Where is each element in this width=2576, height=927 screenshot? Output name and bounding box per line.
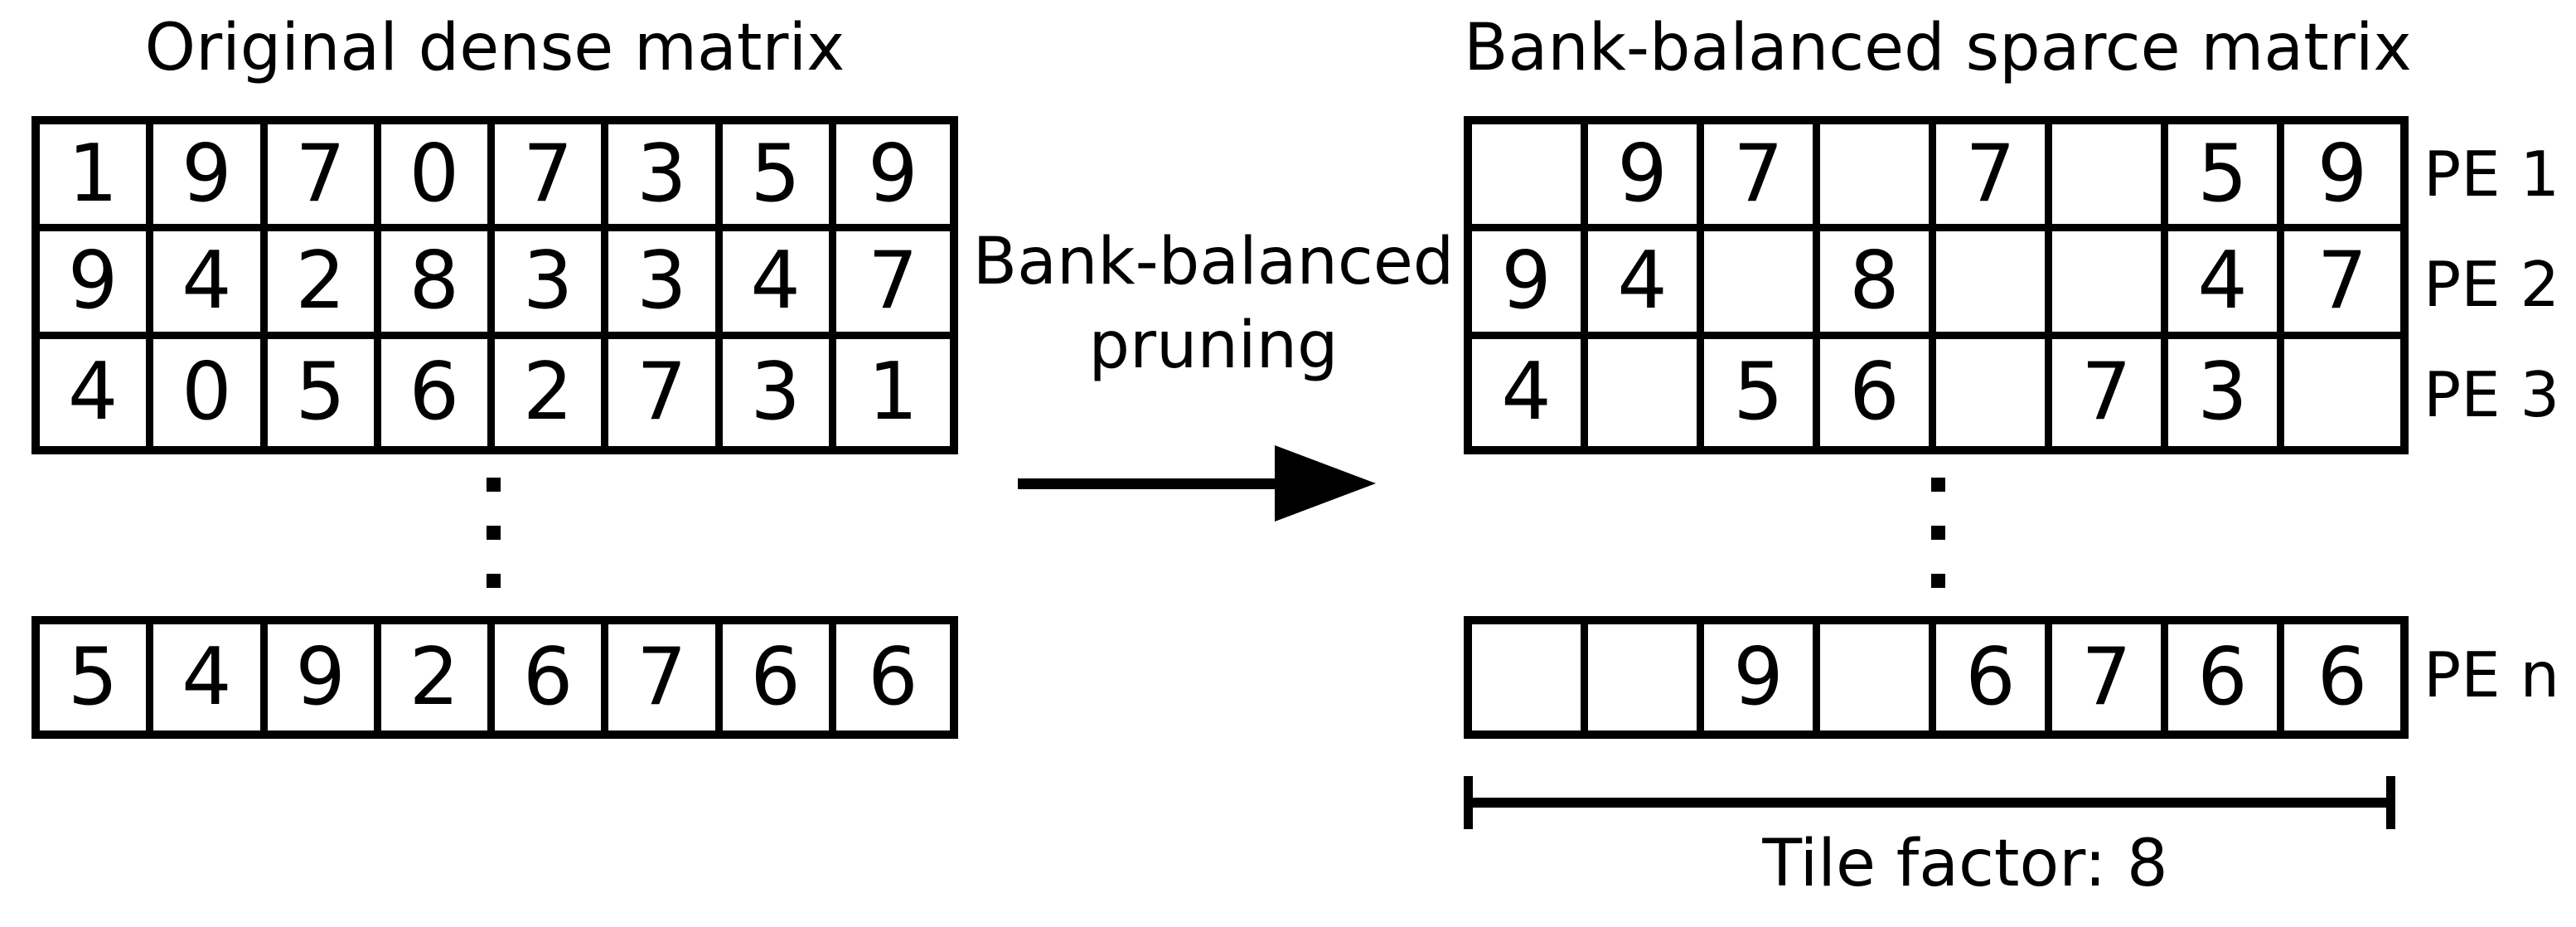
- matrix-cell: 3: [608, 124, 723, 232]
- matrix-cell: 7: [2052, 338, 2168, 446]
- tile-factor-bracket-line: [1464, 798, 2395, 808]
- matrix-cell: 9: [1704, 624, 1820, 730]
- matrix-cell: 5: [1704, 338, 1820, 446]
- arrow-shaft: [1018, 478, 1291, 489]
- matrix-cell: [2052, 231, 2168, 339]
- matrix-cell: 9: [1472, 231, 1588, 339]
- matrix-cell: 6: [495, 624, 609, 730]
- matrix-cell: 6: [868, 631, 918, 723]
- tile-factor-bracket-right-tick: [2386, 776, 2395, 829]
- matrix-cell: [1472, 124, 1588, 232]
- matrix-cell: 7: [608, 338, 723, 446]
- ellipsis-dot: [1931, 526, 1945, 540]
- matrix-cell: 9: [835, 124, 950, 232]
- matrix-cell: 4: [2168, 231, 2284, 339]
- matrix-cell: 4: [153, 231, 268, 339]
- ellipsis-dot: [487, 526, 501, 540]
- vertical-ellipsis-icon: [487, 478, 501, 588]
- matrix-cell: 6: [2168, 624, 2284, 730]
- matrix-cell: 1: [40, 124, 154, 232]
- pe-label-n: PE n: [2423, 638, 2559, 711]
- matrix-cell: 5: [40, 624, 154, 730]
- ellipsis-dot: [487, 574, 501, 588]
- tile-factor-label: Tile factor: 8: [1762, 827, 2168, 901]
- pe-label-3: PE 3: [2423, 357, 2560, 431]
- vertical-ellipsis-icon: [1931, 478, 1945, 588]
- matrix-cell: 7: [2052, 624, 2168, 730]
- matrix-cell: 8: [1820, 231, 1936, 339]
- matrix-cell: 2: [381, 624, 495, 730]
- matrix-cell: 0: [380, 124, 495, 232]
- pruning-label-line1: Bank-balanced: [972, 225, 1455, 299]
- matrix-cell: 9: [1588, 124, 1704, 232]
- matrix-cell: 9: [40, 231, 154, 339]
- right-matrix-title: Bank-balanced sparce matrix: [1464, 11, 2412, 85]
- matrix-cell: [2284, 339, 2400, 446]
- matrix-cell: 4: [40, 338, 154, 446]
- matrix-cell: 7: [2284, 231, 2400, 339]
- matrix-cell: 6: [381, 338, 495, 446]
- ellipsis-dot: [1931, 574, 1945, 588]
- matrix-cell: 3: [495, 231, 609, 339]
- matrix-cell: 4: [1588, 231, 1704, 339]
- matrix-cell: [1936, 338, 2052, 446]
- ellipsis-dot: [1931, 478, 1945, 492]
- matrix-cell: 7: [1704, 124, 1820, 232]
- matrix-cell: 6: [723, 624, 836, 730]
- ellipsis-dot: [487, 478, 501, 492]
- matrix-cell: [1472, 624, 1588, 730]
- matrix-cell: 5: [722, 124, 836, 232]
- matrix-cell: 7: [1936, 124, 2052, 232]
- matrix-cell: 9: [2284, 124, 2400, 232]
- matrix-cell: 5: [268, 338, 381, 446]
- matrix-cell: 8: [380, 231, 495, 339]
- matrix-cell: 3: [723, 338, 836, 446]
- matrix-cell: [1820, 124, 1936, 232]
- matrix-cell: 4: [1472, 338, 1588, 446]
- matrix-cell: 6: [1820, 338, 1936, 446]
- tile-factor-bracket-left-tick: [1464, 776, 1473, 829]
- matrix-cell: 2: [267, 231, 381, 339]
- matrix-cell: 7: [835, 231, 950, 339]
- matrix-cell: 7: [495, 124, 609, 232]
- matrix-cell: 6: [2317, 631, 2368, 723]
- matrix-cell: 7: [267, 124, 381, 232]
- left-matrix-title: Original dense matrix: [144, 11, 845, 85]
- pruning-label-line2: pruning: [1088, 308, 1339, 384]
- matrix-cell: [1704, 231, 1820, 339]
- pe-label-1: PE 1: [2423, 137, 2560, 211]
- matrix-cell: 3: [608, 231, 723, 339]
- matrix-cell: 4: [722, 231, 836, 339]
- matrix-cell: [1820, 624, 1936, 730]
- matrix-cell: 6: [1936, 624, 2052, 730]
- pe-label-2: PE 2: [2423, 247, 2560, 321]
- matrix-cell: 2: [495, 338, 609, 446]
- matrix-cell: 4: [153, 624, 268, 730]
- matrix-cell: 9: [268, 624, 381, 730]
- matrix-cell: 7: [608, 624, 723, 730]
- matrix-cell: 3: [2168, 338, 2284, 446]
- matrix-cell: [2052, 124, 2168, 232]
- matrix-cell: 5: [2168, 124, 2284, 232]
- matrix-cell: [1588, 624, 1704, 730]
- matrix-cell: [1588, 338, 1704, 446]
- arrow-head: [1275, 445, 1376, 522]
- matrix-cell: 1: [868, 346, 918, 438]
- matrix-cell: 9: [153, 124, 268, 232]
- pruning-label: Bank-balanced pruning: [965, 221, 1462, 389]
- matrix-cell: [1936, 231, 2052, 339]
- matrix-cell: 0: [153, 338, 268, 446]
